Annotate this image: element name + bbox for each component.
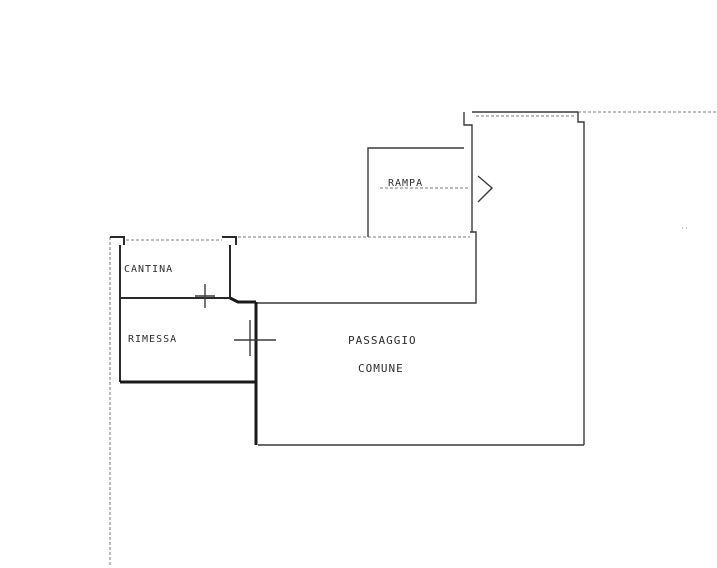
property-boundary [109, 111, 717, 565]
passaggio-label-line1: PASSAGGIO [348, 334, 417, 347]
rampa-label: RAMPA [388, 178, 423, 189]
cantina-cross-icon [195, 284, 215, 308]
rimessa-label: RIMESSA [128, 334, 177, 345]
passaggio-label-line2: COMUNE [358, 362, 404, 375]
rimessa-room: RIMESSA [120, 296, 276, 384]
passaggio-comune-room [238, 111, 585, 446]
rampa-area: RAMPA [367, 147, 494, 237]
passaggio-label-group: PASSAGGIO COMUNE [348, 334, 417, 375]
cantina-label: CANTINA [124, 264, 173, 275]
cantina-room: CANTINA [110, 236, 237, 382]
rampa-arrow-icon [477, 175, 494, 203]
rimessa-cross-icon [234, 320, 276, 356]
